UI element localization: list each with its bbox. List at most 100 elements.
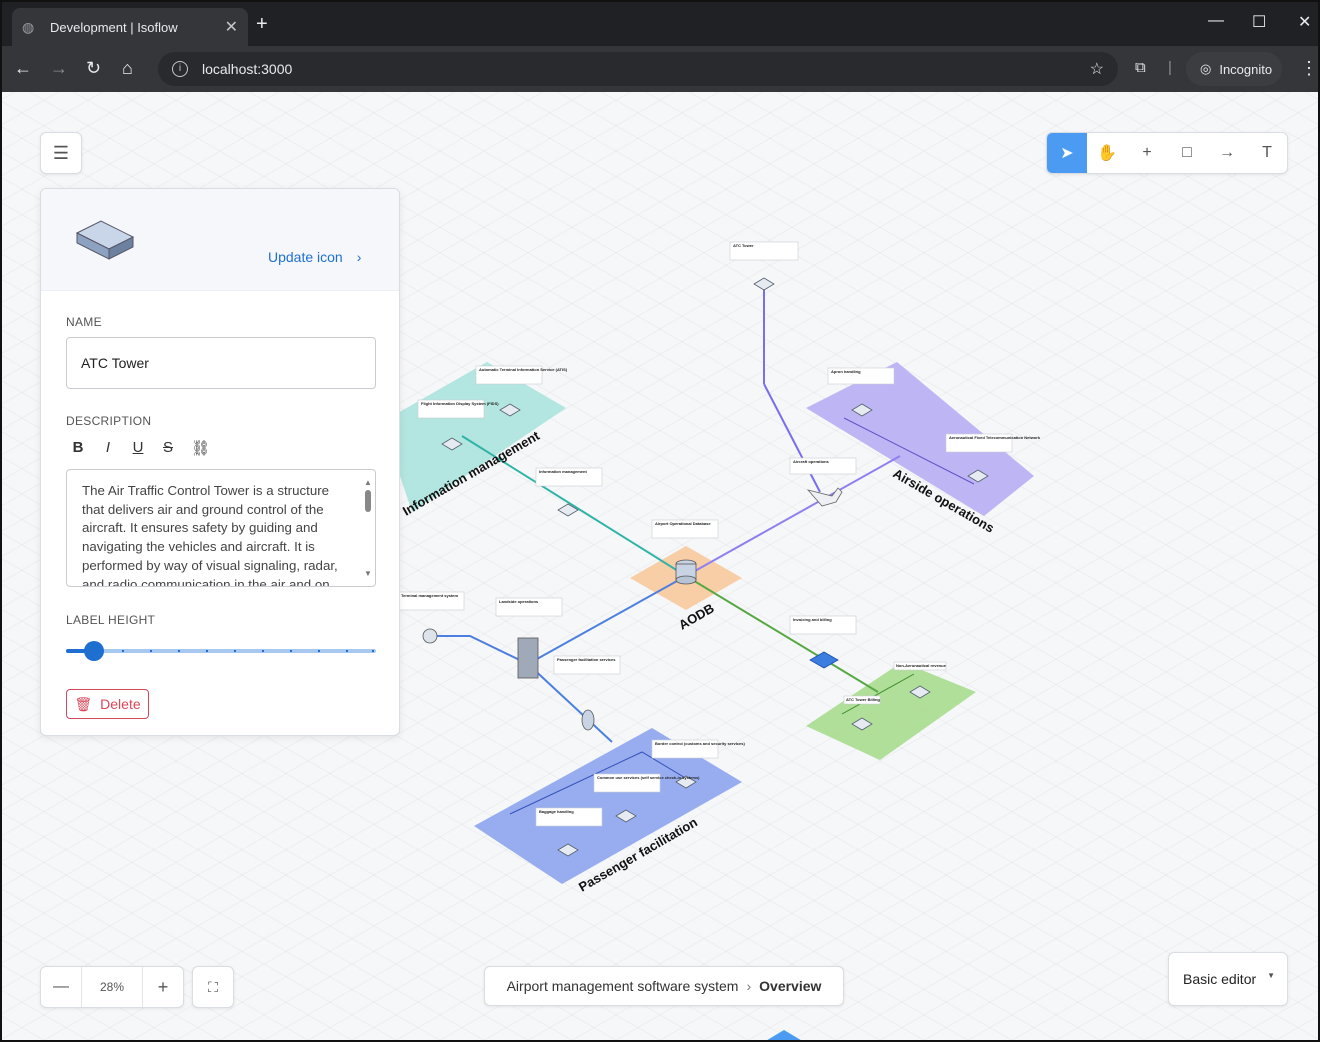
close-window-button[interactable]: ✕ (1298, 14, 1312, 31)
scroll-down-icon[interactable]: ▼ (364, 569, 372, 579)
baggage-node[interactable] (557, 843, 579, 857)
information-zone[interactable] (382, 362, 566, 512)
dropdown-caret-icon: ▼ (1267, 971, 1275, 980)
scroll-up-icon[interactable]: ▲ (364, 478, 372, 487)
building-icon[interactable] (517, 637, 539, 679)
description-editor[interactable]: The Air Traffic Control Tower is a struc… (66, 469, 376, 587)
slider-tick (346, 650, 348, 652)
pan-tool[interactable]: ✋ (1087, 133, 1127, 173)
zoom-out-button[interactable]: — (53, 978, 69, 995)
label-card-passenger-fac[interactable] (553, 655, 621, 675)
strikethrough-button[interactable]: S (162, 439, 173, 456)
fids-node[interactable] (441, 437, 463, 451)
editor-mode-select[interactable]: Basic editor ▼ (1168, 952, 1288, 1006)
atis-node[interactable] (499, 403, 521, 417)
italic-button[interactable]: I (105, 439, 111, 456)
url-text: localhost:3000 (202, 61, 293, 77)
site-info-icon[interactable]: i (172, 61, 188, 77)
name-field[interactable]: ATC Tower (66, 337, 376, 389)
block-icon (75, 220, 135, 260)
new-tab-button[interactable]: + (256, 13, 268, 35)
label-card-atc-billing[interactable] (843, 695, 881, 705)
apron-node[interactable] (851, 403, 873, 417)
person-icon[interactable] (581, 709, 595, 731)
aeronautical-node-label: Aeronautical Fixed Telecommunication Net… (949, 435, 1041, 440)
browser-tab[interactable]: ◍ Development | Isoflow ✕ (12, 8, 248, 46)
square-icon: □ (1182, 144, 1192, 161)
bookmark-star-icon[interactable]: ☆ (1089, 61, 1104, 78)
breadcrumb-project[interactable]: Airport management software system (506, 978, 739, 994)
cast-icon[interactable]: ⧉ (1135, 59, 1146, 76)
slider-rail (66, 649, 376, 653)
underline-button[interactable]: U (132, 439, 144, 456)
text-tool[interactable]: T (1247, 133, 1287, 173)
diagram-canvas[interactable]: ATC Tower Apron handling Aeronautical Fi… (2, 92, 1318, 1042)
link-icon[interactable]: ⛓ (191, 440, 211, 457)
slider-thumb[interactable] (84, 641, 104, 661)
maximize-button[interactable]: ☐ (1252, 14, 1267, 31)
info-mgmt-node[interactable] (557, 503, 579, 517)
label-height-slider[interactable] (66, 641, 376, 661)
gear-icon[interactable] (422, 628, 438, 644)
hamburger-icon: ☰ (52, 142, 70, 163)
reload-button[interactable]: ↻ (86, 58, 102, 78)
revenue-zone[interactable] (806, 662, 976, 760)
isometric-diagram[interactable]: ATC Tower Apron handling Aeronautical Fi… (2, 92, 1318, 1042)
aeronautical-node[interactable] (967, 469, 989, 483)
common-use-node[interactable] (615, 809, 637, 823)
credit-card-icon[interactable] (809, 651, 839, 669)
globe-icon: ◍ (22, 19, 35, 35)
minimize-button[interactable]: — (1208, 12, 1224, 29)
fit-to-screen-button[interactable]: ⛶ (192, 966, 234, 1008)
non-aero-node[interactable] (909, 685, 931, 699)
bold-button[interactable]: B (72, 439, 84, 456)
airplane-icon[interactable] (806, 487, 843, 507)
back-button[interactable]: ← (14, 58, 32, 78)
atc-tower-node[interactable] (753, 277, 775, 291)
label-card-atc[interactable] (729, 241, 799, 261)
zoom-in-button[interactable]: + (157, 976, 169, 997)
border-control-node[interactable] (675, 775, 697, 789)
label-card-fids[interactable] (417, 399, 485, 419)
offscreen-node[interactable] (764, 1030, 804, 1042)
label-card-non-aero[interactable] (893, 661, 947, 671)
info-mgmt-node-label: Information management (539, 469, 587, 474)
tool-palette: ➤ ✋ + □ → T (1046, 132, 1288, 174)
connector-tool[interactable]: → (1207, 133, 1247, 173)
label-card-apron[interactable] (827, 367, 895, 385)
label-card-atis[interactable] (475, 365, 543, 385)
breadcrumb-view[interactable]: Overview (759, 978, 822, 994)
connector-passenger (527, 663, 613, 743)
label-card-baggage[interactable] (535, 807, 603, 827)
label-card-border[interactable] (651, 739, 719, 759)
label-card-info-mgmt[interactable] (535, 467, 603, 487)
description-scrollbar[interactable]: ▲ ▼ (363, 474, 373, 584)
plus-icon: + (1142, 144, 1152, 161)
atis-node-label: Automatic Terminal Information Service (… (479, 367, 568, 372)
delete-button[interactable]: 🗑 Delete (66, 689, 149, 719)
home-icon[interactable]: ⌂ (122, 58, 133, 78)
passenger-outline (509, 751, 693, 815)
add-item-tool[interactable]: + (1127, 133, 1167, 173)
atc-billing-node[interactable] (851, 717, 873, 731)
scroll-thumb[interactable] (365, 490, 371, 512)
incognito-badge[interactable]: ◎ Incognito (1186, 52, 1282, 86)
forward-button[interactable]: → (50, 58, 68, 78)
label-card-aircraft[interactable] (789, 457, 857, 475)
label-card-common[interactable] (593, 773, 661, 793)
update-icon-link[interactable]: Update icon › (268, 249, 361, 265)
browser-menu-icon[interactable]: ⋮ (1300, 58, 1318, 78)
name-value: ATC Tower (81, 355, 149, 371)
close-tab-icon[interactable]: ✕ (224, 19, 238, 36)
label-card-landside[interactable] (495, 597, 563, 617)
main-menu-button[interactable]: ☰ (40, 132, 82, 174)
address-bar[interactable]: i localhost:3000 ☆ (158, 52, 1118, 86)
update-icon-label: Update icon (268, 249, 343, 265)
label-card-aodb[interactable] (651, 519, 719, 539)
passenger-zone[interactable] (474, 728, 742, 884)
label-card-invoicing[interactable] (789, 615, 857, 635)
rectangle-tool[interactable]: □ (1167, 133, 1207, 173)
select-tool[interactable]: ➤ (1047, 133, 1087, 173)
label-card-aeronautical[interactable] (945, 433, 1013, 453)
slider-tick (290, 650, 292, 652)
